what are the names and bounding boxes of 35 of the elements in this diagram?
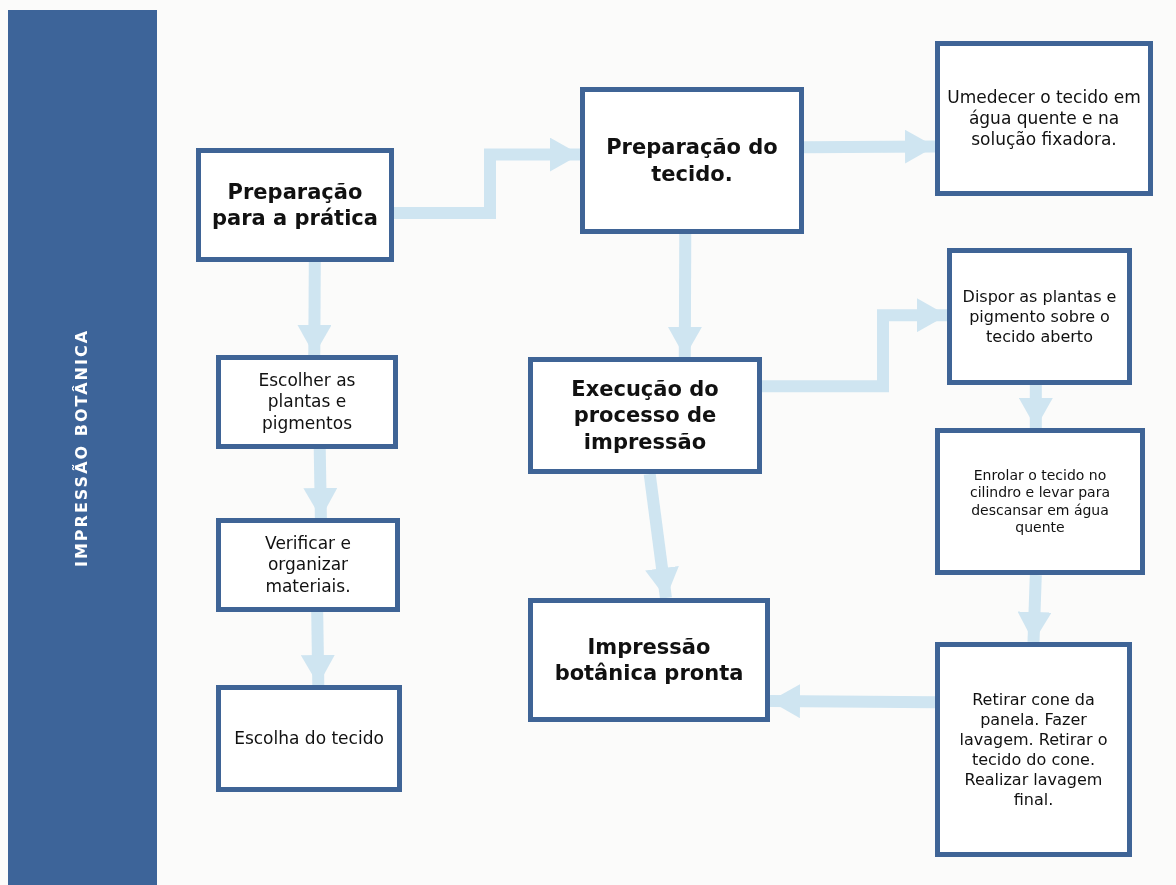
step-text: Escolher as plantas e pigmentos xyxy=(257,370,357,434)
stage-heading: Preparação do tecido. xyxy=(605,134,779,187)
process-box xyxy=(580,87,804,234)
process-box xyxy=(947,248,1132,385)
step-text: Escolha do tecido xyxy=(234,727,384,750)
vertical-title: IMPRESSÃO BOTÂNICA xyxy=(72,328,93,567)
arrow xyxy=(303,448,338,519)
process-box xyxy=(935,642,1132,857)
step-text: Umedecer o tecido em água quente e na solução fixadora. xyxy=(946,86,1142,151)
stage-heading: Execução do processo de impressão xyxy=(570,376,720,455)
process-box xyxy=(216,355,398,449)
process-box xyxy=(216,518,400,612)
step-text: Enrolar o tecido no cilindro e levar para descansar em água quente xyxy=(969,466,1111,537)
arrow xyxy=(762,298,947,393)
arrow xyxy=(300,611,335,686)
process-box xyxy=(935,41,1153,196)
step-text: Verificar e organizar materiais. xyxy=(264,533,352,597)
process-box xyxy=(216,685,402,792)
arrow xyxy=(643,473,679,599)
arrow xyxy=(1018,385,1053,428)
process-box xyxy=(528,598,770,722)
arrow xyxy=(769,684,936,719)
stage-heading: Preparação para a prática xyxy=(211,178,379,232)
arrow xyxy=(667,233,702,358)
arrow xyxy=(803,129,936,164)
arrow xyxy=(297,261,332,356)
step-text: Retirar cone da panela. Fazer lavagem. Retirar o tecido do cone. Realizar lavagem final. xyxy=(958,689,1109,810)
stage-heading: Impressão botânica pronta xyxy=(553,633,745,687)
step-text: Dispor as plantas e pigmento sobre o tecido aberto xyxy=(961,286,1118,347)
arrow xyxy=(1017,574,1052,643)
process-box xyxy=(935,428,1145,575)
title-band xyxy=(8,10,157,885)
arrow xyxy=(394,137,580,219)
process-box xyxy=(528,357,762,474)
process-box xyxy=(196,148,394,262)
